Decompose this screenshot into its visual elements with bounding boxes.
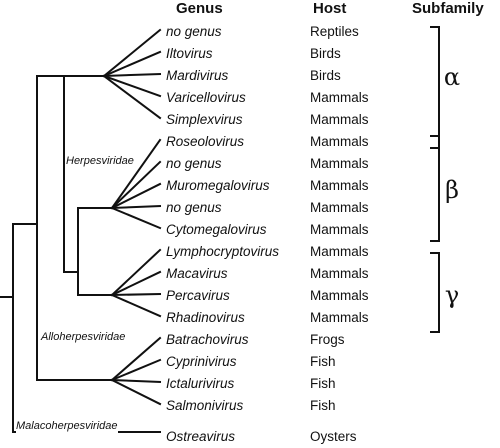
betaherpesvirinae-tip-branch: [110, 182, 162, 210]
genus-name: Ictalurivirus: [166, 376, 235, 391]
host-name: Mammals: [310, 134, 369, 149]
taxon-row: Cyprinivirus Fish: [0, 351, 500, 373]
genus-header: Genus: [176, 0, 223, 17]
gammaherpesvirinae-tip-branch: [110, 293, 162, 318]
taxon-row: no genus Mammals: [0, 197, 500, 219]
genus-name: no genus: [166, 156, 222, 171]
genus-name: Cyprinivirus: [166, 354, 237, 369]
gamma-symbol: γ: [445, 281, 459, 309]
taxon-row: no genus Mammals: [0, 153, 500, 175]
taxon-row: Iltovirus Birds: [0, 43, 500, 65]
alphaherpesvirinae-tip-branch: [102, 74, 162, 98]
taxon-row: Macavirus Mammals: [0, 263, 500, 285]
genus-name: Iltovirus: [166, 46, 213, 61]
genus-name: Ostreavirus: [166, 429, 236, 444]
taxon-row: Percavirus Mammals: [0, 285, 500, 307]
taxon-row: Simplexvirus Mammals: [0, 109, 500, 131]
host-name: Mammals: [310, 90, 369, 105]
taxon-row: Roseolovirus Mammals: [0, 131, 500, 153]
beta-bracket: [430, 135, 440, 242]
taxon-row: Cytomegalovirus Mammals: [0, 219, 500, 241]
genus-name: Muromegalovirus: [166, 178, 270, 193]
host-name: Mammals: [310, 222, 369, 237]
genus-name: Cytomegalovirus: [166, 222, 267, 237]
host-name: Fish: [310, 376, 336, 391]
taxon-row: Lymphocryptovirus Mammals: [0, 241, 500, 263]
taxon-row: Salmonivirus Fish: [0, 395, 500, 417]
taxon-row: Muromegalovirus Mammals: [0, 175, 500, 197]
alphaherpesvirinae-tip-branch: [102, 28, 162, 78]
genus-name: Varicellovirus: [166, 90, 246, 105]
taxon-row: no genus Reptiles: [0, 21, 500, 43]
genus-name: Lymphocryptovirus: [166, 244, 280, 259]
genus-name: Percavirus: [166, 288, 230, 303]
host-name: Birds: [310, 46, 341, 61]
family-label-alloherpesviridae: Alloherpesviridae: [41, 331, 126, 344]
host-name: Reptiles: [310, 24, 359, 39]
genus-name: Rhadinovirus: [166, 310, 245, 325]
host-name: Birds: [310, 68, 341, 83]
subfamily-header: Subfamily: [412, 0, 484, 17]
host-name: Mammals: [310, 244, 369, 259]
family-label-malacoherpesviridae: Malacoherpesviridae: [16, 420, 118, 433]
genus-name: Mardivirus: [166, 68, 229, 83]
taxon-row: Ictalurivirus Fish: [0, 373, 500, 395]
genus-name: Salmonivirus: [166, 398, 244, 413]
genus-name: Macavirus: [166, 266, 228, 281]
taxon-row: Ostreavirus Oysters: [0, 426, 500, 448]
genus-name: Batrachovirus: [166, 332, 249, 347]
taxon-row: Batrachovirus Frogs: [0, 329, 500, 351]
betaherpesvirinae-tip-branch: [110, 160, 162, 210]
alphaherpesvirinae-tip-branch: [102, 50, 162, 78]
alloherpesviridae-tip-branch: [110, 336, 162, 382]
host-name: Mammals: [310, 200, 369, 215]
host-name: Mammals: [310, 310, 369, 325]
gammaherpesvirinae-tip-branch: [110, 292, 162, 297]
host-name: Fish: [310, 354, 336, 369]
host-name: Mammals: [310, 178, 369, 193]
host-name: Mammals: [310, 266, 369, 281]
host-name: Mammals: [310, 288, 369, 303]
taxon-row: Rhadinovirus Mammals: [0, 307, 500, 329]
host-name: Frogs: [310, 332, 345, 347]
alpha-bracket: [430, 26, 440, 149]
genus-name: Roseolovirus: [166, 134, 245, 149]
gamma-bracket: [430, 252, 440, 333]
alloherpesviridae-tip-branch: [110, 378, 162, 384]
alloherpesviridae-tip-branch: [110, 378, 162, 406]
genus-name: no genus: [166, 24, 222, 39]
beta-symbol: β: [445, 176, 459, 204]
host-name: Oysters: [310, 429, 357, 444]
betaherpesvirinae-tip-branch: [110, 138, 162, 210]
betaherpesvirinae-tip-branch: [110, 204, 162, 210]
alpha-symbol: α: [444, 63, 460, 91]
alphaherpesvirinae-tip-branch: [102, 74, 162, 120]
host-name: Mammals: [310, 156, 369, 171]
gammaherpesvirinae-tip-branch: [110, 270, 162, 297]
taxon-row: Mardivirus Birds: [0, 65, 500, 87]
host-name: Fish: [310, 398, 336, 413]
host-header: Host: [313, 0, 347, 17]
family-label-herpesviridae: Herpesviridae: [66, 155, 134, 168]
host-name: Mammals: [310, 112, 369, 127]
betaherpesvirinae-tip-branch: [110, 206, 162, 230]
genus-name: no genus: [166, 200, 222, 215]
gammaherpesvirinae-tip-branch: [110, 248, 162, 297]
alphaherpesvirinae-tip-branch: [102, 72, 162, 78]
alloherpesviridae-tip-branch: [110, 358, 162, 382]
taxon-row: Varicellovirus Mammals: [0, 87, 500, 109]
genus-name: Simplexvirus: [166, 112, 243, 127]
